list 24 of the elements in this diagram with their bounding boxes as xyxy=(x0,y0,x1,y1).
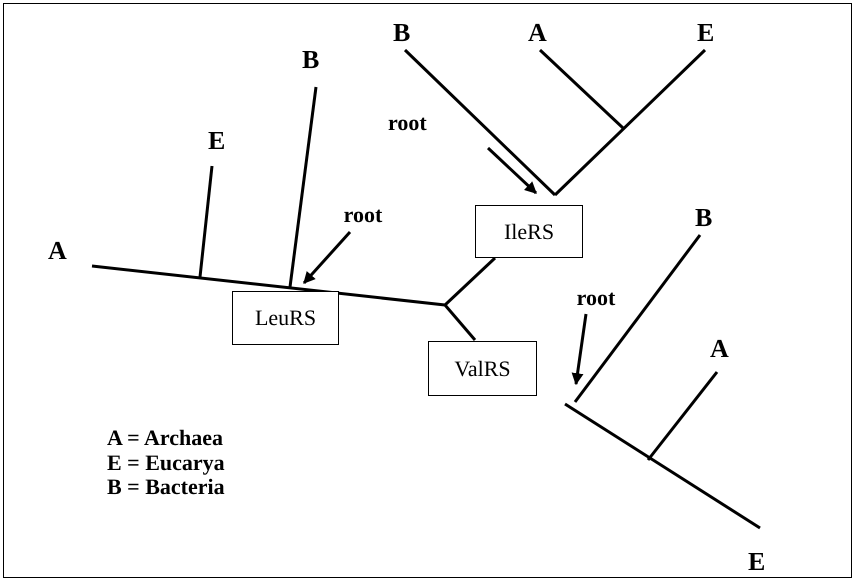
domain-letter: E xyxy=(208,126,226,156)
legend-text: B = Bacteria xyxy=(107,474,225,500)
domain-letter: E xyxy=(748,547,766,577)
gene-label: ValRS xyxy=(454,356,511,382)
gene-box xyxy=(475,205,583,258)
arrow xyxy=(302,231,352,284)
domain-letter: E xyxy=(697,18,714,48)
domain-letter: B xyxy=(695,203,712,233)
root-label: root xyxy=(388,110,427,136)
gene-box xyxy=(428,341,537,396)
legend-text: A = Archaea xyxy=(107,425,224,451)
gene-label: LeuRS xyxy=(254,305,316,331)
root-label: root xyxy=(576,284,616,310)
legend-text: E = Eucarya xyxy=(107,450,225,476)
domain-letter: A xyxy=(48,236,67,266)
domain-letter: B xyxy=(393,18,410,48)
gene-label: IleRS xyxy=(504,218,554,244)
root-label: root xyxy=(344,202,382,228)
gene-box xyxy=(232,291,339,345)
arrow xyxy=(486,146,538,194)
domain-letter: B xyxy=(302,45,320,75)
domain-letter: A xyxy=(528,18,547,48)
domain-letter: A xyxy=(710,334,729,364)
arrow xyxy=(572,314,588,386)
